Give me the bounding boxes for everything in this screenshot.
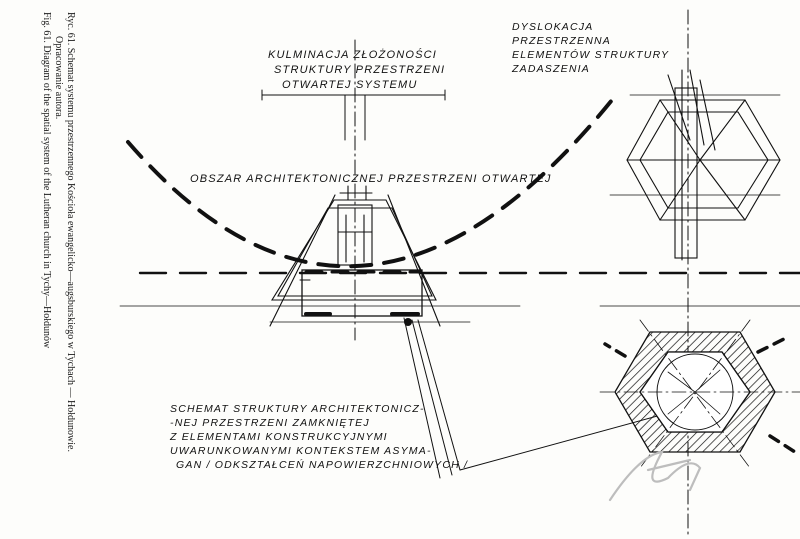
central-tower — [269, 185, 441, 327]
culmination-label: KULMINACJA ZŁOŻONOŚCI STRUKTURY PRZESTRZ… — [268, 48, 450, 91]
plan-hexagon — [599, 319, 800, 469]
open-area-label: OBSZAR ARCHITEKTONICZNEJ PRZESTRZENI OTW… — [190, 173, 552, 185]
signature-watermark — [608, 450, 702, 502]
construction-lines — [119, 94, 800, 323]
culmination-bracket — [261, 89, 446, 141]
church-base — [299, 269, 423, 326]
scheme-label: SCHEMAT STRUKTURY ARCHITEKTONICZ- -NEJ P… — [169, 403, 468, 471]
roof-dislocation-hexagon — [626, 69, 781, 261]
dislocation-label: DYSLOKACJA PRZESTRZENNA ELEMENTÓW STRUKT… — [511, 21, 673, 75]
